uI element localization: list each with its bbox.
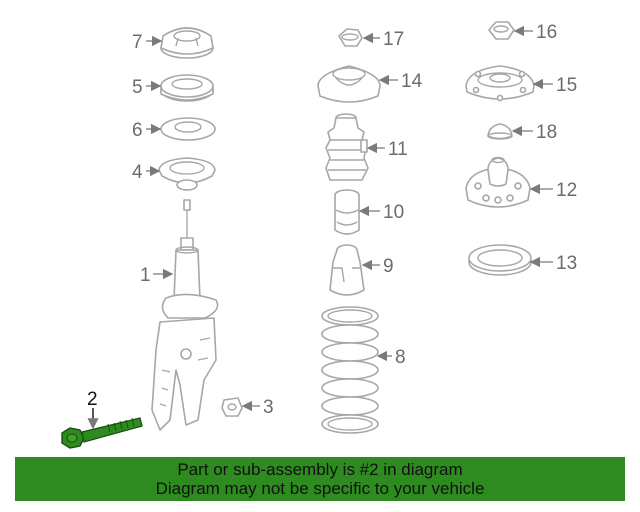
highlight-banner: Part or sub-assembly is #2 in diagram Di… <box>15 457 625 501</box>
callout-11: 11 <box>388 139 408 160</box>
banner-line-2: Diagram may not be specific to your vehi… <box>155 479 485 498</box>
part-16-cap[interactable] <box>488 21 515 40</box>
part-1-strut[interactable] <box>151 199 219 431</box>
callout-6: 6 <box>132 120 143 141</box>
part-5-spring-seat[interactable] <box>160 74 214 102</box>
part-12-strut-mount[interactable] <box>465 156 531 208</box>
callout-9: 9 <box>383 256 394 277</box>
callout-7: 7 <box>132 32 143 53</box>
part-4-bearing-cup[interactable] <box>158 157 216 191</box>
callout-15: 15 <box>556 75 577 96</box>
callout-13: 13 <box>556 253 577 274</box>
callout-8: 8 <box>395 347 406 368</box>
callout-14: 14 <box>401 71 423 92</box>
part-7-spring-pad[interactable] <box>160 27 214 59</box>
banner-line-1: Part or sub-assembly is #2 in diagram <box>177 460 463 479</box>
part-13-bearing-ring[interactable] <box>468 244 532 276</box>
part-6-washer[interactable] <box>160 117 216 141</box>
part-14-upper-mount[interactable] <box>317 65 381 103</box>
callout-labels: 7 5 6 4 1 2 3 17 14 11 10 9 8 16 15 18 1… <box>87 22 577 418</box>
part-10-bump-stop[interactable] <box>334 189 360 235</box>
callout-18: 18 <box>536 122 557 143</box>
part-3-nut[interactable] <box>221 397 243 417</box>
callout-5: 5 <box>132 77 143 98</box>
part-17-cap[interactable] <box>338 28 363 47</box>
part-18-cap[interactable] <box>487 123 513 140</box>
leader-lines <box>146 25 553 412</box>
part-15-mount-plate[interactable] <box>465 65 535 102</box>
callout-4: 4 <box>132 162 143 183</box>
part-11-dust-boot[interactable] <box>325 113 369 181</box>
parts-diagram: 7 5 6 4 1 2 3 17 14 11 10 9 8 16 15 18 1… <box>61 21 577 449</box>
callout-10: 10 <box>383 202 404 223</box>
callout-12: 12 <box>556 180 577 201</box>
callout-3: 3 <box>263 397 274 418</box>
callout-17: 17 <box>383 29 404 50</box>
callout-16: 16 <box>536 22 557 43</box>
part-9-spring-isolator[interactable] <box>329 244 365 296</box>
callout-1: 1 <box>140 265 151 286</box>
part-2-bolt-highlighted[interactable] <box>61 408 143 449</box>
part-8-coil-spring[interactable] <box>321 306 379 434</box>
callout-2: 2 <box>87 389 98 410</box>
